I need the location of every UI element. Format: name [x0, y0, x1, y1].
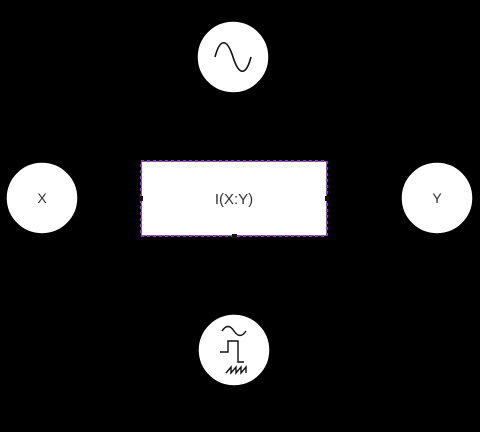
y-node[interactable]: Y — [400, 161, 474, 235]
mutual-information-node[interactable]: I(X:Y) — [139, 160, 329, 238]
square-wave-icon — [220, 340, 244, 363]
mutual-information-label: I(X:Y) — [215, 191, 253, 208]
sawtooth-wave-icon — [225, 365, 247, 375]
sine-source-node[interactable] — [196, 20, 270, 94]
connection-handle-bottom[interactable] — [232, 234, 237, 238]
connection-handle-right[interactable] — [325, 196, 329, 201]
multi-waveform-icon — [220, 325, 247, 375]
multi-wave-source-circle[interactable] — [197, 313, 271, 387]
y-node-label: Y — [432, 190, 442, 206]
sine-wave-icon — [214, 41, 252, 73]
sine-wave-icon — [221, 325, 247, 337]
y-node-circle[interactable] — [400, 161, 474, 235]
connection-handle-left[interactable] — [139, 196, 143, 201]
x-node-label: X — [37, 190, 47, 206]
multi-wave-source-node[interactable] — [197, 313, 271, 387]
x-node[interactable]: X — [5, 161, 79, 235]
x-node-circle[interactable] — [5, 161, 79, 235]
